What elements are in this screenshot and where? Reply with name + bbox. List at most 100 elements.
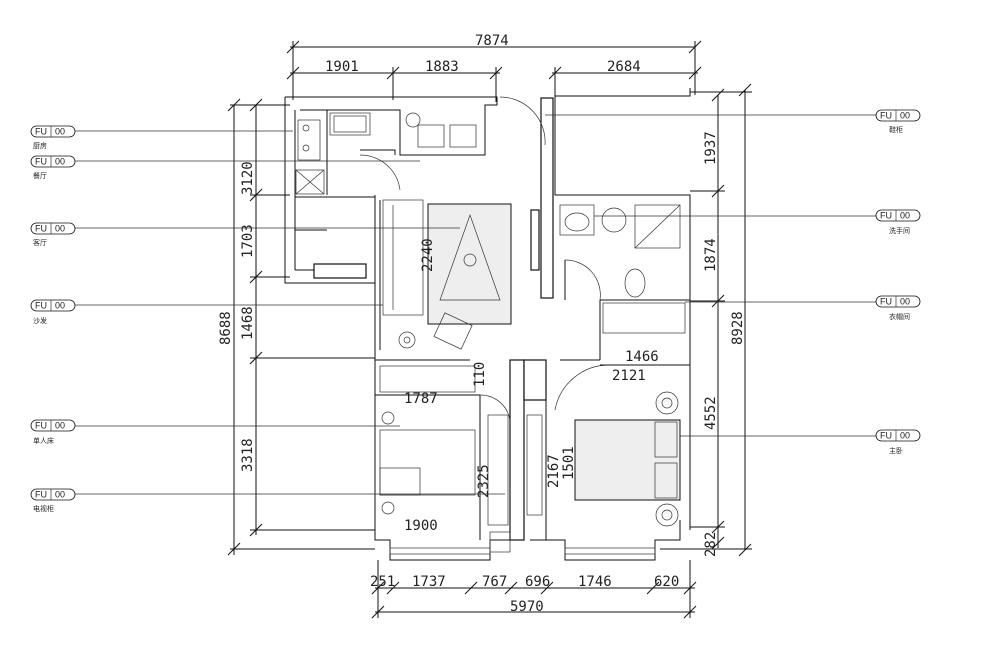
walls [284, 88, 691, 561]
double-bed-icon [574, 419, 681, 501]
label-walk-in-closet: 衣帽间 [889, 312, 910, 321]
dim-left-seg-3: 1468 [240, 306, 256, 340]
dim-bottom-total: 5970 [510, 599, 544, 615]
right-tags: FU 00 鞋柜 FU 00 洗手间 FU 00 衣帽间 FU 00 主卧 [545, 109, 921, 455]
dim-left-seg-1: 3120 [240, 161, 256, 195]
dim-bottom-seg-1: 251 [370, 574, 395, 590]
dim-1501: 1501 [561, 446, 577, 480]
tag-single-bed: FU 00 单人床 [30, 419, 400, 445]
label-single-bed: 单人床 [33, 436, 54, 445]
label-master-bedroom: 主卧 [889, 446, 903, 455]
furniture [295, 112, 686, 527]
label-tv-cabinet: 电视柜 [33, 504, 54, 513]
tag-sofa: FU 00 沙发 [30, 299, 383, 325]
dim-right-seg-4: 282 [703, 532, 719, 557]
svg-text:FU: FU [35, 157, 47, 167]
side-table-icon [398, 331, 416, 349]
closet-icon [602, 302, 686, 334]
dimension-texts: 7874 1901 1883 2684 5970 251 1737 767 69… [218, 33, 746, 615]
svg-text:FU: FU [35, 421, 47, 431]
dining-chair-icon [417, 124, 445, 148]
dim-right-seg-1: 1937 [703, 131, 719, 165]
dim-top-right: 2684 [607, 59, 641, 75]
dim-right-total: 8928 [730, 311, 746, 345]
dim-1787: 1787 [404, 391, 438, 407]
dim-right-seg-3: 4552 [703, 396, 719, 430]
tag-living: FU 00 客厅 [30, 222, 460, 247]
sink-icon [329, 112, 371, 136]
svg-text:FU: FU [880, 211, 892, 221]
dim-bottom-seg-5: 1746 [578, 574, 612, 590]
svg-text:00: 00 [900, 431, 910, 441]
tag-tv-cabinet: FU 00 电视柜 [30, 488, 505, 513]
svg-text:00: 00 [55, 224, 65, 234]
basin-icon [559, 204, 595, 236]
dim-2121: 2121 [612, 368, 646, 384]
washer-icon [601, 207, 627, 233]
svg-text:FU: FU [35, 224, 47, 234]
svg-text:00: 00 [55, 421, 65, 431]
inner-dimension-texts: 1466 2121 1787 1900 2240 110 2325 2167 1… [404, 238, 659, 534]
svg-text:FU: FU [880, 297, 892, 307]
toilet-icon [624, 268, 646, 298]
tag-kitchen: FU 00 厨房 [30, 125, 293, 150]
label-sofa: 沙发 [33, 316, 47, 325]
svg-text:FU: FU [880, 111, 892, 121]
left-tags: FU 00 厨房 FU 00 餐厅 FU 00 客厅 FU 00 沙 [30, 125, 505, 513]
label-kitchen: 厨房 [33, 141, 47, 150]
tag-walk-in-closet: FU 00 衣帽间 [685, 295, 921, 321]
dim-left-seg-4: 3318 [240, 438, 256, 472]
dim-2167: 2167 [546, 454, 562, 488]
tag-bathroom: FU 00 洗手间 [594, 209, 921, 235]
tag-shoe-cabinet: FU 00 鞋柜 [545, 109, 921, 134]
dim-top-left: 1901 [325, 59, 359, 75]
rug-icon [427, 203, 512, 325]
svg-text:00: 00 [55, 157, 65, 167]
stove-icon [297, 119, 321, 161]
dim-top-mid: 1883 [425, 59, 459, 75]
dining-chair-icon-2 [449, 124, 477, 148]
svg-text:FU: FU [35, 301, 47, 311]
dim-1900: 1900 [404, 518, 438, 534]
tv-cabinet-icon [487, 414, 509, 526]
dim-top-total: 7874 [475, 33, 509, 49]
svg-text:FU: FU [35, 490, 47, 500]
label-dining: 餐厅 [33, 171, 47, 180]
dim-2325: 2325 [476, 464, 492, 498]
fridge-icon [295, 169, 325, 195]
dim-110: 110 [472, 362, 488, 387]
dim-2240: 2240 [420, 238, 436, 272]
svg-text:00: 00 [55, 301, 65, 311]
dim-right-seg-2: 1874 [703, 238, 719, 272]
dim-left-seg-2: 1703 [240, 224, 256, 258]
svg-text:00: 00 [900, 211, 910, 221]
svg-text:00: 00 [55, 127, 65, 137]
svg-text:FU: FU [880, 431, 892, 441]
svg-text:00: 00 [55, 490, 65, 500]
single-bed-icon [379, 429, 476, 496]
lamp-icon [655, 391, 679, 415]
dim-bottom-seg-3: 767 [482, 574, 507, 590]
armchair-icon [433, 312, 473, 350]
dim-left-total: 8688 [218, 311, 234, 345]
label-bathroom: 洗手间 [889, 226, 910, 235]
label-living: 客厅 [33, 238, 47, 247]
dim-bottom-seg-2: 1737 [412, 574, 446, 590]
wardrobe-icon [379, 365, 476, 393]
svg-text:00: 00 [900, 111, 910, 121]
tag-master-bedroom: FU 00 主卧 [680, 429, 921, 455]
sofa-icon [382, 199, 424, 316]
shower-icon [634, 204, 681, 249]
dim-bottom-seg-6: 620 [654, 574, 679, 590]
tag-dining: FU 00 餐厅 [30, 155, 420, 180]
lamp-icon-2 [655, 503, 679, 527]
dim-1466: 1466 [625, 349, 659, 365]
plant-icon [405, 112, 421, 128]
dim-bottom-seg-4: 696 [525, 574, 550, 590]
label-shoe-cabinet: 鞋柜 [889, 125, 903, 134]
tv-cabinet-icon-2 [526, 414, 543, 516]
dimension-lines [227, 40, 752, 619]
svg-text:FU: FU [35, 127, 47, 137]
svg-text:00: 00 [900, 297, 910, 307]
